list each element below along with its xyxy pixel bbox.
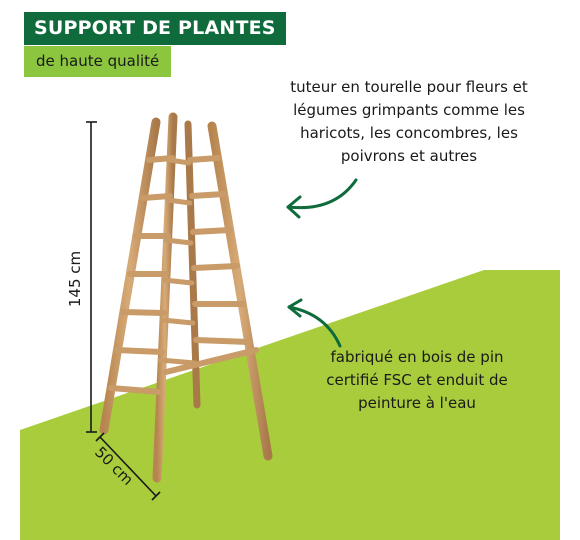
trellis-leg (207, 121, 273, 461)
trellis-leg (184, 120, 201, 409)
height-dimension-line (86, 121, 97, 433)
height-dimension-label: 145 cm (66, 250, 84, 308)
page-title: SUPPORT DE PLANTES (24, 12, 286, 45)
curved-arrow-icon (287, 298, 342, 348)
trellis-leg (152, 112, 178, 483)
feature-callout-material: fabriqué en bois de pin certifié FSC et … (326, 348, 508, 412)
page-subtitle: de haute qualité (24, 46, 172, 77)
width-dimension-line (95, 432, 161, 501)
feature-callout-use: tuteur en tourelle pour fleurs et légume… (290, 78, 528, 165)
obelisk-trellis (99, 112, 273, 483)
curved-arrow-icon (286, 178, 358, 219)
